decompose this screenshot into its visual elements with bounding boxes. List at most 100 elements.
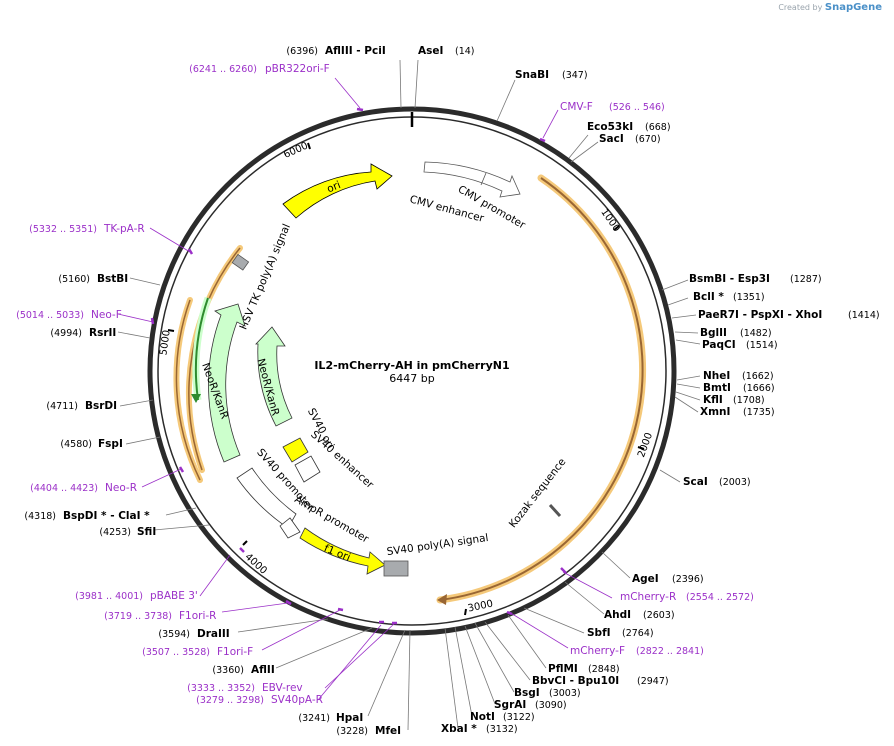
primer-pos-mcherry-r: (2554 .. 2572) (686, 592, 754, 603)
enzyme-pos-sbfi: (2764) (622, 628, 654, 639)
enzyme-pos-bbvci: (2947) (637, 676, 669, 687)
primer-f1ori-f[interactable]: F1ori-F (217, 646, 253, 658)
enzyme-hpai[interactable]: HpaI (336, 712, 363, 724)
primer-neo-f[interactable]: Neo-F (91, 309, 122, 321)
left-orf-arc (173, 245, 243, 483)
enzyme-paer7i-pspxi-xhoi[interactable]: PaeR7I - PspXI - XhoI (698, 309, 822, 321)
feature-ampr-promoter[interactable]: AmpR promoter (279, 493, 371, 546)
enzyme-pos-agei: (2396) (672, 574, 704, 585)
primer-neo-r[interactable]: Neo-R (105, 482, 137, 494)
enzyme-bmti[interactable]: BmtI (703, 382, 731, 394)
enzyme-bglii[interactable]: BglII (700, 327, 727, 339)
enzyme-rsrii[interactable]: RsrII (89, 327, 116, 339)
enzyme-pos-saci: (670) (635, 134, 661, 145)
enzyme-nhei[interactable]: NheI (703, 370, 730, 382)
enzyme-fspi[interactable]: FspI (98, 438, 123, 450)
enzyme-pos-bspdi: (4318) (24, 511, 56, 522)
feature-sv40-polya[interactable]: SV40 poly(A) signal (383, 532, 489, 577)
enzyme-sgrai[interactable]: SgrAI (494, 699, 526, 711)
enzyme-bsgi[interactable]: BsgI (514, 687, 540, 699)
feature-hsv-tk-polya-label: HSV TK poly(A) signal (237, 222, 292, 331)
enzyme-pos-bcli: (1351) (733, 292, 765, 303)
primer-pos-neo-f: (5014 .. 5033) (16, 310, 84, 321)
enzyme-pos-paqci: (1514) (746, 340, 778, 351)
enzyme-pos-sgrai: (3090) (535, 700, 567, 711)
primer-marks (150, 107, 567, 625)
enzyme-sbfi[interactable]: SbfI (587, 627, 611, 639)
primer-pos-tk-pa-r: (5332 .. 5351) (29, 224, 97, 235)
enzyme-scai[interactable]: ScaI (683, 476, 708, 488)
feature-ori[interactable]: ori (282, 163, 393, 219)
primer-pos-f1ori-r: (3719 .. 3738) (104, 611, 172, 622)
primer-pbabe3[interactable]: pBABE 3' (150, 590, 198, 602)
feature-f1-ori[interactable]: f1 ori (299, 527, 386, 575)
enzyme-agei[interactable]: AgeI (632, 573, 659, 585)
enzyme-bspdi-clai[interactable]: BspDI * - ClaI * (63, 510, 150, 522)
primer-pos-sv40pa-r: (3279 .. 3298) (196, 695, 264, 706)
enzyme-snabi[interactable]: SnaBI (515, 69, 549, 81)
enzyme-saci[interactable]: SacI (599, 133, 624, 145)
enzyme-mfei[interactable]: MfeI (375, 725, 401, 737)
primer-tk-pa-r[interactable]: TK-pA-R (103, 223, 145, 235)
backbone (147, 106, 677, 636)
enzyme-pflmi[interactable]: PflMI (548, 663, 578, 675)
primer-mcherry-r[interactable]: mCherry-R (620, 591, 676, 603)
enzyme-bcli[interactable]: BclI * (693, 291, 724, 303)
primer-pbr322ori-f[interactable]: pBR322ori-F (265, 63, 330, 75)
primer-pos-pbr322ori-f: (6241 .. 6260) (189, 64, 257, 75)
primer-f1ori-r[interactable]: F1ori-R (179, 610, 216, 622)
primer-cmv-f[interactable]: CMV-F (560, 101, 593, 113)
enzyme-leaders (117, 59, 701, 731)
enzyme-afliii-pcii[interactable]: AflIII - PciI (325, 45, 386, 57)
feature-f1-ori-label: f1 ori (322, 543, 352, 564)
enzyme-pos-sfii: (4253) (99, 527, 131, 538)
enzyme-pos-draiii: (3594) (158, 629, 190, 640)
primer-ebv-rev[interactable]: EBV-rev (262, 682, 303, 694)
enzyme-bbvci-bpu10i[interactable]: BbvCI - Bpu10I (532, 675, 619, 687)
enzyme-bsrdi[interactable]: BsrDI (85, 400, 117, 412)
watermark-prefix: Created by (778, 3, 823, 12)
tick-3000: 3000 (467, 599, 494, 615)
enzyme-bstbi[interactable]: BstBI (97, 273, 128, 285)
tick-5000: 5000 (158, 329, 172, 356)
enzyme-asei[interactable]: AseI (418, 45, 443, 57)
primer-pos-cmv-f: (526 .. 546) (609, 102, 665, 113)
enzyme-xmni[interactable]: XmnI (700, 406, 730, 418)
enzyme-pos-ahdi: (2603) (643, 610, 675, 621)
enzyme-aflii[interactable]: AflII (251, 664, 275, 676)
enzyme-bsmbi-esp3i[interactable]: BsmBI - Esp3I (689, 273, 770, 285)
enzyme-xbai[interactable]: XbaI * (441, 723, 477, 735)
enzyme-sfii[interactable]: SfiI (137, 526, 156, 538)
primer-pos-pbabe3: (3981 .. 4001) (75, 591, 143, 602)
enzyme-pos-kfli: (1708) (733, 395, 765, 406)
enzyme-pos-xbai: (3132) (486, 724, 518, 735)
enzyme-kfli[interactable]: KflI (703, 394, 723, 406)
enzyme-ahdi[interactable]: AhdI (604, 609, 631, 621)
primer-sv40pa-r[interactable]: SV40pA-R (271, 694, 323, 706)
feature-kozak-label: Kozak sequence (507, 456, 569, 530)
feature-cmv[interactable]: CMV enhancer CMV promoter (408, 161, 528, 232)
enzyme-noti[interactable]: NotI (470, 711, 495, 723)
enzyme-pos-eco53ki: (668) (645, 122, 671, 133)
enzyme-pos-mfei: (3228) (336, 726, 368, 737)
enzyme-pos-nhei: (1662) (742, 371, 774, 382)
enzyme-pos-bmti: (1666) (743, 383, 775, 394)
enzyme-eco53ki[interactable]: Eco53kI (587, 121, 633, 133)
feature-kozak[interactable]: Kozak sequence (507, 456, 569, 530)
feature-ori-label: ori (325, 179, 342, 195)
enzyme-pos-aflii: (3360) (212, 665, 244, 676)
orf-arc (436, 174, 647, 605)
primer-labels: (6241 .. 6260) pBR322ori-F CMV-F (526 ..… (16, 63, 754, 706)
enzyme-pos-afliii: (6396) (286, 46, 318, 57)
enzyme-pos-bsgi: (3003) (549, 688, 581, 699)
primer-mcherry-f[interactable]: mCherry-F (570, 645, 625, 657)
feature-neor-inner[interactable]: NeoR/KanR (255, 326, 293, 427)
enzyme-pos-xhoi: (1414) (848, 310, 880, 321)
feature-sv40-enhancer-label: SV40 enhancer (308, 429, 376, 492)
enzyme-pos-asei: (14) (455, 46, 475, 57)
enzyme-pos-pflmi: (2848) (588, 664, 620, 675)
primer-pos-ebv-rev: (3333 .. 3352) (187, 683, 255, 694)
enzyme-draiii[interactable]: DraIII (197, 628, 230, 640)
enzyme-paqci[interactable]: PaqCI (702, 339, 736, 351)
